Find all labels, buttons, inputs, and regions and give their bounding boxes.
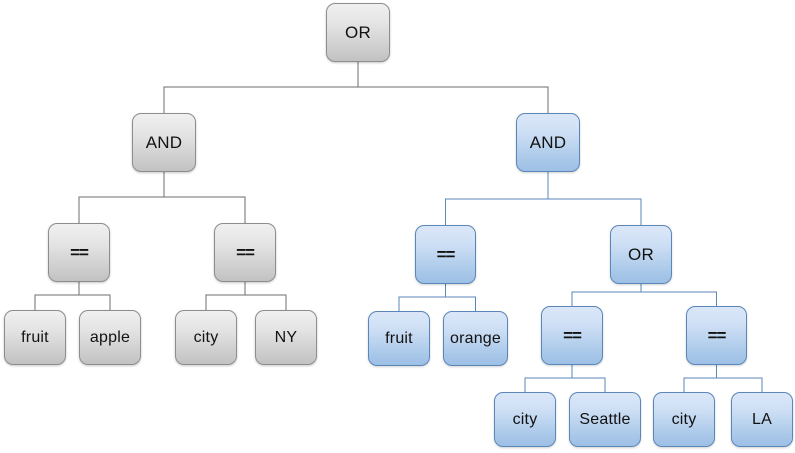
- tree-node-b-fruit[interactable]: fruit: [368, 311, 430, 366]
- tree-node-b-city1[interactable]: city: [494, 392, 556, 447]
- tree-node-label: city: [193, 328, 219, 346]
- tree-node-g-ny[interactable]: NY: [255, 310, 317, 365]
- tree-node-b-and[interactable]: AND: [516, 113, 580, 172]
- tree-edge-b-and-to-b-eq1: [444, 172, 549, 225]
- tree-node-b-la[interactable]: LA: [731, 392, 793, 447]
- tree-edge-g-and-to-g-eq2: [163, 172, 246, 223]
- tree-edge-b-eq2-to-b-city1: [524, 365, 573, 392]
- tree-node-label: city: [512, 410, 538, 428]
- tree-node-b-or[interactable]: OR: [610, 225, 672, 284]
- tree-node-label: ==: [707, 326, 727, 345]
- tree-node-label: ==: [236, 243, 255, 262]
- tree-edge-b-eq1-to-b-orange: [444, 284, 477, 311]
- tree-edge-b-eq3-to-b-city2: [683, 365, 718, 392]
- tree-node-root[interactable]: OR: [326, 3, 390, 62]
- tree-node-label: ==: [70, 243, 89, 262]
- tree-edge-g-eq2-to-g-ny: [244, 282, 287, 310]
- tree-node-label: ==: [436, 245, 456, 264]
- tree-edge-g-eq1-to-g-apple: [78, 282, 111, 310]
- tree-node-label: city: [671, 410, 697, 428]
- tree-edge-g-eq2-to-g-city: [205, 282, 246, 310]
- tree-edge-b-eq1-to-b-fruit: [398, 284, 447, 311]
- tree-node-b-eq2[interactable]: ==: [541, 306, 603, 365]
- tree-node-label: ==: [563, 326, 582, 345]
- tree-node-g-eq2[interactable]: ==: [214, 223, 276, 282]
- tree-edge-b-eq3-to-b-la: [715, 365, 763, 392]
- tree-edge-g-and-to-g-eq1: [78, 172, 165, 223]
- tree-node-b-orange[interactable]: orange: [443, 311, 508, 366]
- tree-node-label: AND: [145, 133, 183, 152]
- tree-node-b-city2[interactable]: city: [653, 392, 715, 447]
- tree-node-g-fruit[interactable]: fruit: [4, 310, 66, 365]
- tree-edge-g-eq1-to-g-fruit: [34, 282, 80, 310]
- tree-node-label: OR: [345, 23, 371, 42]
- tree-edge-b-eq2-to-b-seattle: [571, 365, 606, 392]
- tree-node-g-eq1[interactable]: ==: [48, 223, 110, 282]
- tree-edge-root-to-g-and: [163, 62, 359, 113]
- tree-edge-b-or-to-b-eq2: [571, 284, 642, 306]
- tree-node-label: OR: [628, 245, 654, 264]
- tree-node-b-seattle[interactable]: Seattle: [569, 392, 641, 447]
- tree-edge-b-and-to-b-or: [547, 172, 642, 225]
- tree-node-g-apple[interactable]: apple: [79, 310, 141, 365]
- tree-node-label: AND: [529, 133, 567, 152]
- tree-node-label: fruit: [21, 328, 49, 346]
- tree-node-label: LA: [752, 410, 772, 428]
- tree-node-label: NY: [274, 328, 298, 346]
- tree-node-label: apple: [89, 328, 131, 346]
- tree-node-g-city[interactable]: city: [175, 310, 237, 365]
- tree-node-label: fruit: [385, 329, 413, 347]
- tree-edge-b-or-to-b-eq3: [640, 284, 718, 306]
- tree-node-g-and[interactable]: AND: [132, 113, 196, 172]
- tree-node-label: Seattle: [579, 410, 631, 428]
- tree-node-b-eq1[interactable]: ==: [415, 225, 476, 284]
- tree-node-label: orange: [449, 329, 502, 347]
- tree-node-b-eq3[interactable]: ==: [686, 306, 747, 365]
- tree-edge-root-to-b-and: [357, 62, 549, 113]
